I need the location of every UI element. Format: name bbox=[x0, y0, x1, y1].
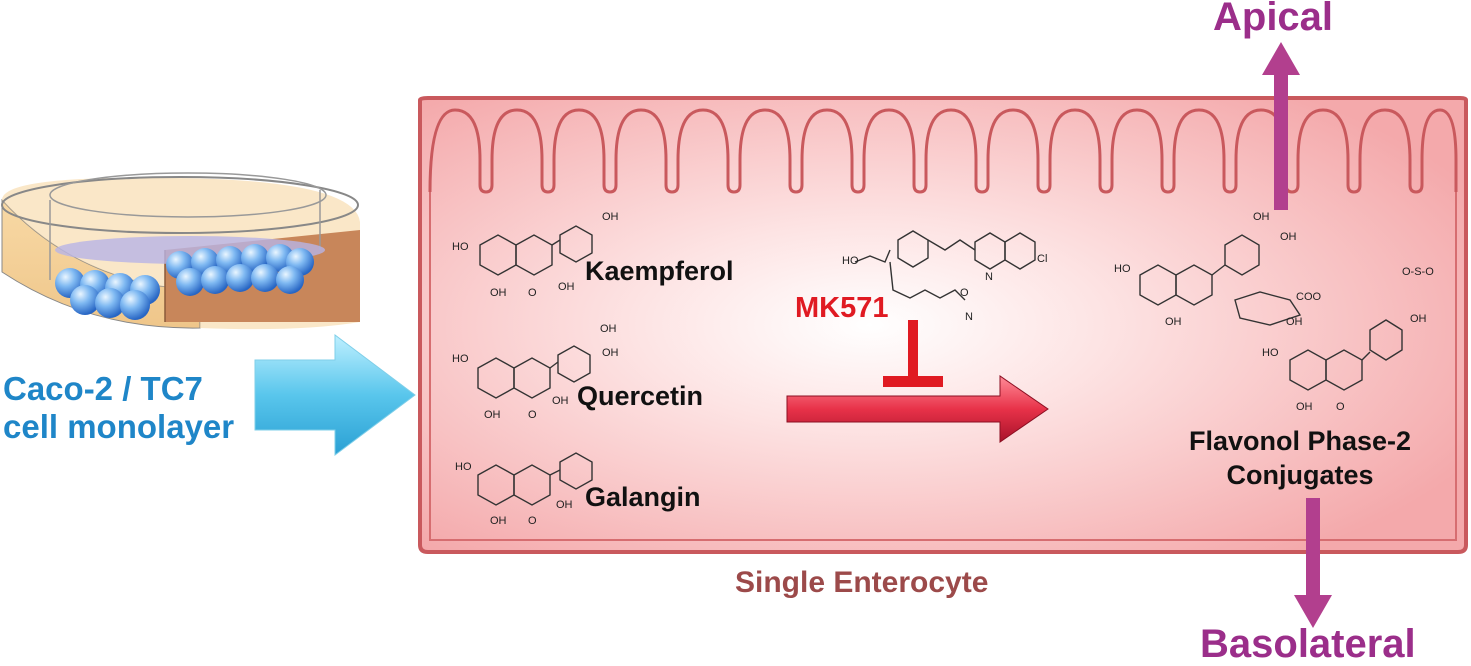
svg-text:O: O bbox=[528, 515, 537, 527]
input-arrow bbox=[254, 334, 416, 456]
basolateral-efflux-arrow bbox=[1294, 498, 1332, 628]
quercetin-structure: HO OH O OH OH OH bbox=[452, 323, 619, 421]
transport-arrow bbox=[786, 375, 1049, 443]
svg-text:OH: OH bbox=[1165, 316, 1182, 328]
svg-text:HO: HO bbox=[452, 353, 469, 365]
svg-text:HO: HO bbox=[842, 255, 859, 267]
svg-text:OH: OH bbox=[602, 211, 619, 223]
quercetin-label: Quercetin bbox=[577, 381, 704, 411]
svg-text:HO: HO bbox=[1262, 347, 1279, 359]
inhibition-bar bbox=[883, 320, 943, 387]
enterocyte-body bbox=[418, 96, 1468, 554]
cell-beads bbox=[55, 244, 314, 320]
apical-label: Apical bbox=[1213, 0, 1334, 39]
svg-text:OH: OH bbox=[552, 395, 569, 407]
basolateral-label: Basolateral bbox=[1200, 622, 1416, 666]
svg-text:OH: OH bbox=[1286, 316, 1303, 328]
svg-text:Cl: Cl bbox=[1037, 253, 1047, 265]
svg-text:O: O bbox=[528, 409, 537, 421]
svg-text:HO: HO bbox=[452, 241, 469, 253]
sulfate-conjugate-structure: HO OH O O-S-O OH bbox=[1262, 266, 1434, 413]
svg-text:OH: OH bbox=[484, 409, 501, 421]
svg-text:COO: COO bbox=[1296, 291, 1322, 303]
conjugates-label-line2: Conjugates bbox=[1226, 460, 1374, 490]
transwell-dish-illustration bbox=[1, 172, 360, 330]
svg-text:OH: OH bbox=[490, 515, 507, 527]
svg-text:OH: OH bbox=[490, 287, 507, 299]
svg-text:OH: OH bbox=[558, 281, 575, 293]
svg-text:OH: OH bbox=[1253, 211, 1270, 223]
microvilli bbox=[428, 108, 1458, 194]
svg-text:N: N bbox=[965, 311, 973, 323]
svg-text:OH: OH bbox=[556, 499, 573, 511]
enterocyte-caption: Single Enterocyte bbox=[735, 566, 989, 599]
conjugates-label: Flavonol Phase-2 Conjugates bbox=[1160, 424, 1440, 492]
kaempferol-label: Kaempferol bbox=[585, 256, 734, 286]
svg-text:OH: OH bbox=[600, 323, 617, 335]
svg-text:O: O bbox=[1336, 401, 1345, 413]
kaempferol-structure: HO OH O OH OH bbox=[452, 211, 619, 299]
galangin-label: Galangin bbox=[585, 482, 701, 512]
cell-monolayer-label-line2: cell monolayer bbox=[3, 408, 235, 445]
svg-text:O: O bbox=[528, 287, 537, 299]
cell-monolayer-label: Caco-2 / TC7 cell monolayer bbox=[3, 370, 234, 446]
svg-text:OH: OH bbox=[1296, 401, 1313, 413]
mk571-label: MK571 bbox=[795, 292, 889, 324]
glucuronide-conjugate-structure: HO OH OH OH COO OH bbox=[1114, 211, 1322, 328]
svg-text:OH: OH bbox=[602, 347, 619, 359]
svg-text:HO: HO bbox=[455, 461, 472, 473]
inner-membrane bbox=[429, 192, 1457, 541]
conjugates-label-line1: Flavonol Phase-2 bbox=[1188, 426, 1412, 456]
cell-monolayer-label-line1: Caco-2 / TC7 bbox=[3, 370, 203, 407]
svg-text:N: N bbox=[985, 271, 993, 283]
svg-text:OH: OH bbox=[1410, 313, 1427, 325]
mk571-structure: HO Cl N O N bbox=[842, 230, 1047, 323]
svg-text:HO: HO bbox=[1114, 263, 1131, 275]
svg-text:O-S-O: O-S-O bbox=[1402, 266, 1434, 278]
svg-text:O: O bbox=[960, 287, 969, 299]
apical-efflux-arrow bbox=[1262, 42, 1300, 210]
svg-text:OH: OH bbox=[1280, 231, 1297, 243]
enterocyte-cell bbox=[418, 96, 1468, 554]
galangin-structure: HO OH O OH bbox=[455, 452, 593, 527]
